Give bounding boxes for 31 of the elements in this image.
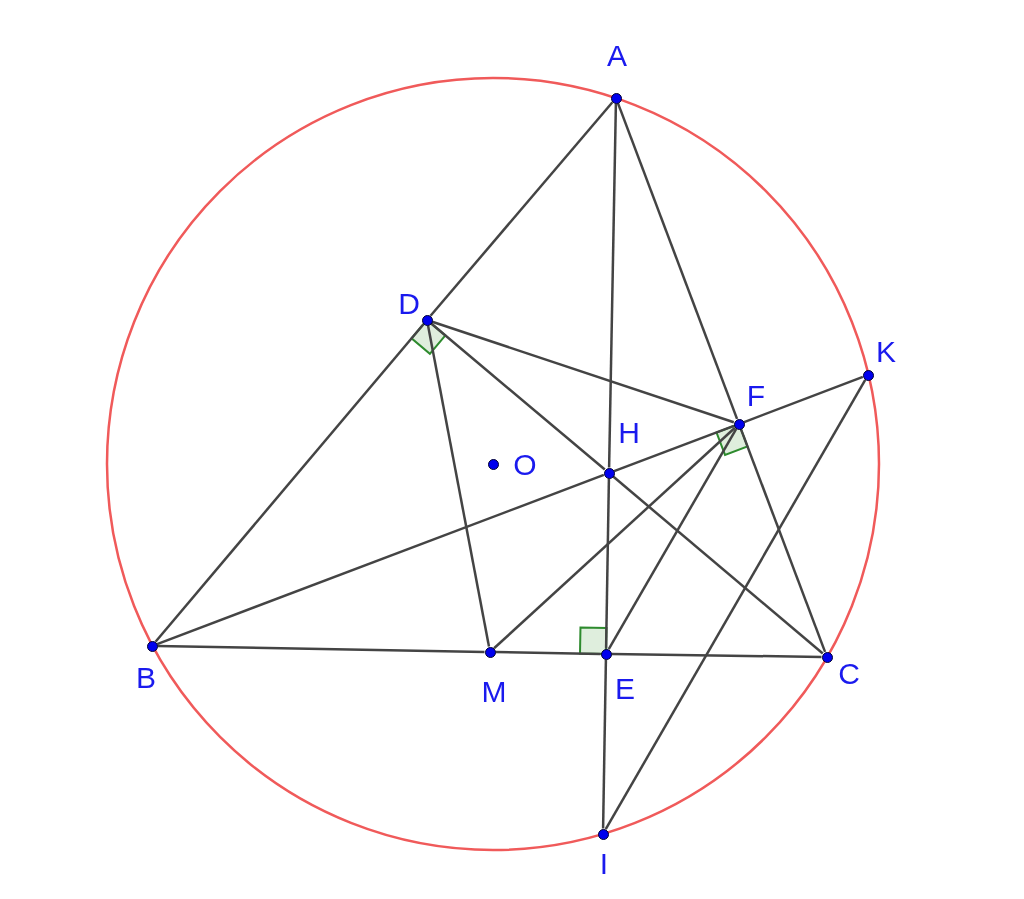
line-segment xyxy=(604,478,611,649)
line-segment xyxy=(616,102,739,420)
line-segment xyxy=(612,475,824,655)
line-segment xyxy=(156,473,605,646)
point-label: O xyxy=(513,450,537,480)
line-segment xyxy=(604,379,867,830)
point-label: I xyxy=(599,849,609,879)
point-label: F xyxy=(746,381,766,411)
line-segment xyxy=(743,375,864,424)
point-label: D xyxy=(398,289,420,319)
line-segment xyxy=(495,650,601,656)
line-segment xyxy=(611,652,822,659)
line-segment xyxy=(607,103,618,468)
line-segment xyxy=(429,101,614,317)
point-label: E xyxy=(615,674,635,704)
line-segment xyxy=(431,320,735,424)
line-segment xyxy=(154,323,425,643)
line-segment xyxy=(430,322,606,471)
point-label: C xyxy=(838,659,860,689)
point-label: H xyxy=(618,418,640,448)
line-segment xyxy=(739,428,827,653)
line-segment xyxy=(607,428,738,650)
point-label: A xyxy=(607,41,627,71)
point-label: K xyxy=(876,337,896,367)
point-label: M xyxy=(481,677,507,707)
line-segment xyxy=(426,325,491,647)
line-segment xyxy=(613,424,735,473)
line-segment xyxy=(493,426,736,650)
point-label: B xyxy=(136,663,156,693)
line-segment xyxy=(157,644,485,654)
line-segment xyxy=(601,659,608,829)
